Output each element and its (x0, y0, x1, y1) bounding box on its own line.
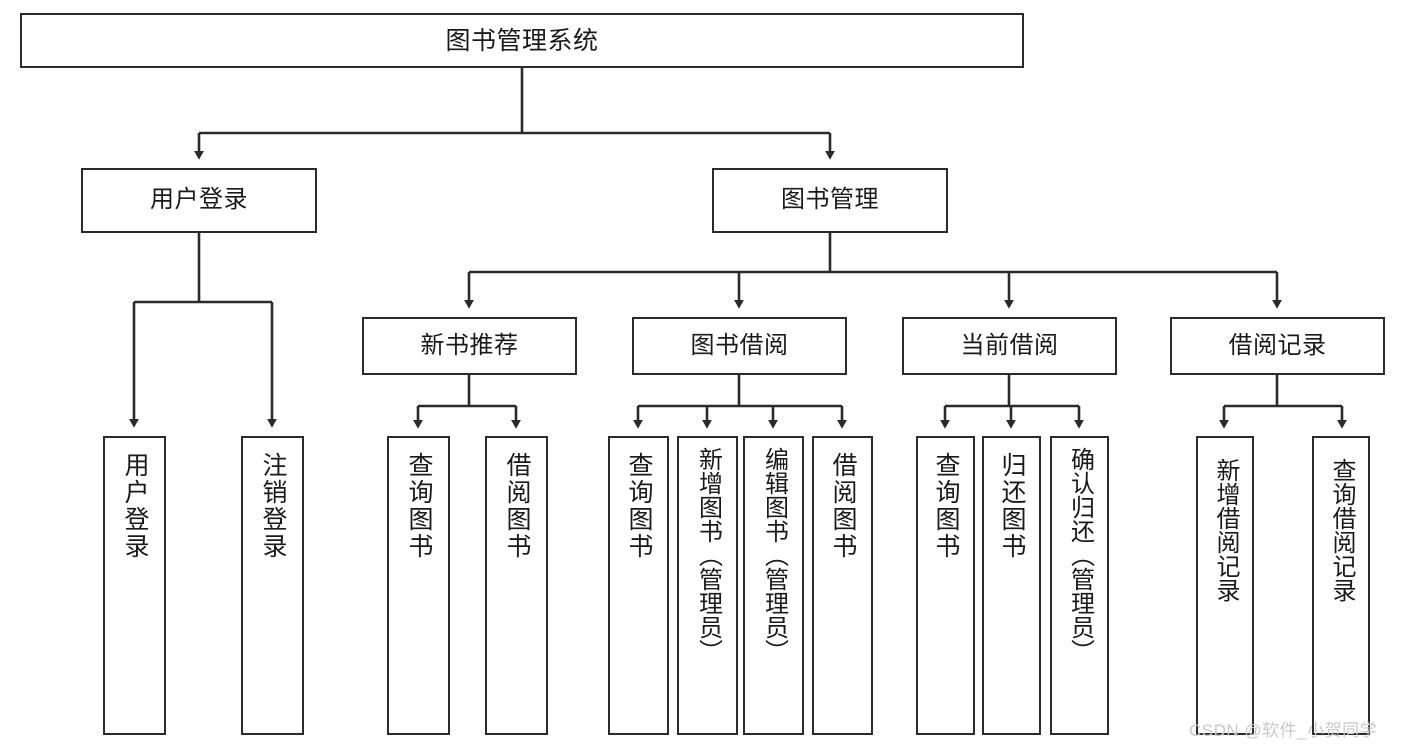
node-leaf-edit-book-label: 编辑图书（管理员） (760, 447, 788, 663)
node-leaf-query-book-1[interactable]: 查询图书 (387, 436, 450, 735)
node-borrow-record[interactable]: 借阅记录 (1170, 317, 1385, 375)
node-leaf-logout-login-label: 注销登录 (259, 452, 287, 560)
node-leaf-query-book-3[interactable]: 查询图书 (916, 436, 975, 735)
node-new-book-recommend[interactable]: 新书推荐 (362, 317, 577, 375)
node-leaf-add-record[interactable]: 新增借阅记录 (1196, 436, 1254, 735)
node-leaf-edit-book[interactable]: 编辑图书（管理员） (743, 436, 804, 735)
node-current-borrow[interactable]: 当前借阅 (902, 317, 1117, 375)
node-leaf-return-book-label: 归还图书 (998, 452, 1026, 560)
node-leaf-query-record[interactable]: 查询借阅记录 (1312, 436, 1370, 735)
node-leaf-confirm-return-label: 确认归还（管理员） (1066, 447, 1094, 663)
csdn-watermark: CSDN @软件_小贺同学 (1189, 721, 1378, 740)
node-leaf-user-login[interactable]: 用户登录 (103, 436, 166, 735)
node-user-login-label: 用户登录 (150, 186, 248, 214)
node-new-book-recommend-label: 新书推荐 (420, 331, 519, 359)
node-leaf-query-record-label: 查询借阅记录 (1327, 458, 1355, 602)
node-leaf-confirm-return[interactable]: 确认归还（管理员） (1050, 436, 1109, 735)
node-leaf-borrow-book-1[interactable]: 借阅图书 (485, 436, 548, 735)
node-user-login[interactable]: 用户登录 (81, 168, 317, 233)
node-leaf-add-book-label: 新增图书（管理员） (694, 447, 722, 663)
node-leaf-return-book[interactable]: 归还图书 (982, 436, 1041, 735)
node-leaf-query-book-2-label: 查询图书 (625, 452, 653, 560)
node-borrow-record-label: 借阅记录 (1228, 331, 1327, 359)
node-leaf-user-login-label: 用户登录 (121, 452, 149, 560)
node-leaf-logout-login[interactable]: 注销登录 (241, 436, 304, 735)
node-leaf-query-book-1-label: 查询图书 (405, 452, 433, 560)
node-book-borrow-label: 图书借阅 (690, 331, 789, 359)
node-current-borrow-label: 当前借阅 (960, 331, 1059, 359)
node-leaf-query-book-2[interactable]: 查询图书 (608, 436, 669, 735)
node-root-system[interactable]: 图书管理系统 (20, 13, 1024, 68)
node-leaf-add-book[interactable]: 新增图书（管理员） (677, 436, 738, 735)
node-book-manage[interactable]: 图书管理 (712, 168, 948, 233)
node-book-manage-label: 图书管理 (781, 186, 879, 214)
node-book-borrow[interactable]: 图书借阅 (632, 317, 847, 375)
node-root-system-label: 图书管理系统 (445, 26, 599, 55)
node-leaf-query-book-3-label: 查询图书 (932, 452, 960, 560)
node-leaf-borrow-book-1-label: 借阅图书 (503, 452, 531, 560)
node-leaf-borrow-book-2-label: 借阅图书 (829, 452, 857, 560)
node-leaf-borrow-book-2[interactable]: 借阅图书 (812, 436, 873, 735)
node-leaf-add-record-label: 新增借阅记录 (1211, 458, 1239, 602)
